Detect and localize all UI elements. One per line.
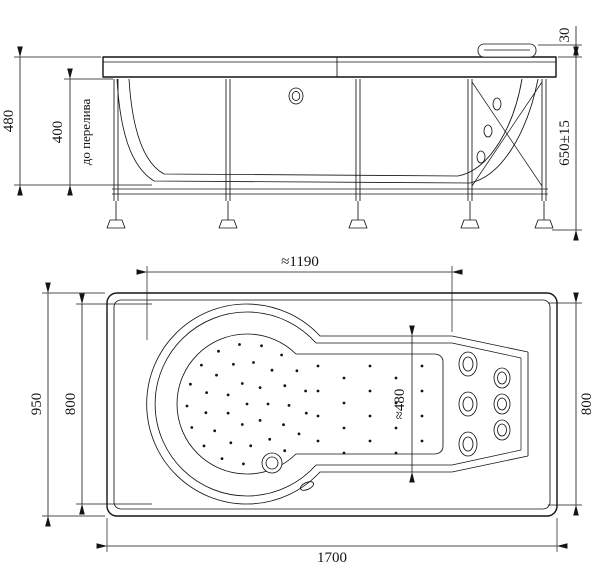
dim-to-overflow-label: 400 bbox=[50, 121, 66, 144]
seat-backrest bbox=[451, 335, 529, 473]
dim-overall-height-label: 480 bbox=[1, 110, 17, 133]
basin-floor-edge bbox=[176, 333, 444, 475]
tub-rim-edge bbox=[113, 299, 551, 510]
drain-lever bbox=[300, 481, 314, 491]
drain bbox=[261, 452, 314, 491]
dim-overall-height: 480 bbox=[1, 46, 152, 196]
dim-headrest-height: 30 bbox=[538, 26, 582, 57]
dim-left-basin-width-label: 800 bbox=[63, 393, 79, 416]
dim-installed-height-label: 650±15 bbox=[557, 120, 573, 166]
dim-left-basin-width: 800 bbox=[63, 293, 152, 515]
hydro-jets bbox=[458, 351, 511, 457]
dim-waist-width: ≈480 bbox=[392, 325, 415, 483]
dim-inner-length-label: ≈1190 bbox=[281, 254, 319, 270]
frame-rails bbox=[112, 188, 548, 195]
frame-leg bbox=[106, 79, 126, 229]
frame-leg bbox=[534, 79, 554, 229]
dim-overall-width: 950 bbox=[29, 282, 105, 527]
plan-view: ≈1190 950 800 ≈480 800 bbox=[29, 254, 595, 566]
bowl-inner-wall bbox=[128, 78, 523, 177]
side-wall-jets bbox=[476, 97, 502, 164]
frame-leg bbox=[460, 79, 480, 229]
dim-installed-height: 650±15 bbox=[552, 46, 582, 241]
basin-wall-outer bbox=[146, 303, 452, 505]
basin-wall-mid bbox=[154, 311, 452, 497]
dim-overall-length-label: 1700 bbox=[317, 550, 347, 566]
overflow-hole bbox=[288, 87, 304, 105]
air-jet-dots bbox=[185, 343, 424, 466]
dim-overall-width-label: 950 bbox=[29, 393, 45, 416]
bowl-outer-wall bbox=[116, 78, 539, 184]
side-view: 480 400 до перелива 30 650±15 bbox=[1, 26, 582, 241]
frame-leg bbox=[218, 79, 238, 229]
headrest bbox=[477, 43, 537, 58]
dim-headrest-height-label: 30 bbox=[557, 28, 573, 43]
dim-waist-width-label: ≈480 bbox=[392, 389, 408, 420]
frame-braces bbox=[471, 81, 543, 187]
overflow-note-label: до перелива bbox=[78, 99, 93, 166]
dim-overall-length: 1700 bbox=[96, 518, 568, 566]
dim-right-basin-width-label: 800 bbox=[579, 393, 595, 416]
rim-slab bbox=[102, 56, 557, 78]
frame-leg bbox=[348, 79, 368, 229]
dim-inner-length: ≈1190 bbox=[136, 254, 463, 340]
tub-outer-edge bbox=[106, 292, 558, 517]
dim-to-overflow: 400 до перелива bbox=[50, 68, 113, 196]
dim-right-basin-width: 800 bbox=[548, 292, 595, 516]
